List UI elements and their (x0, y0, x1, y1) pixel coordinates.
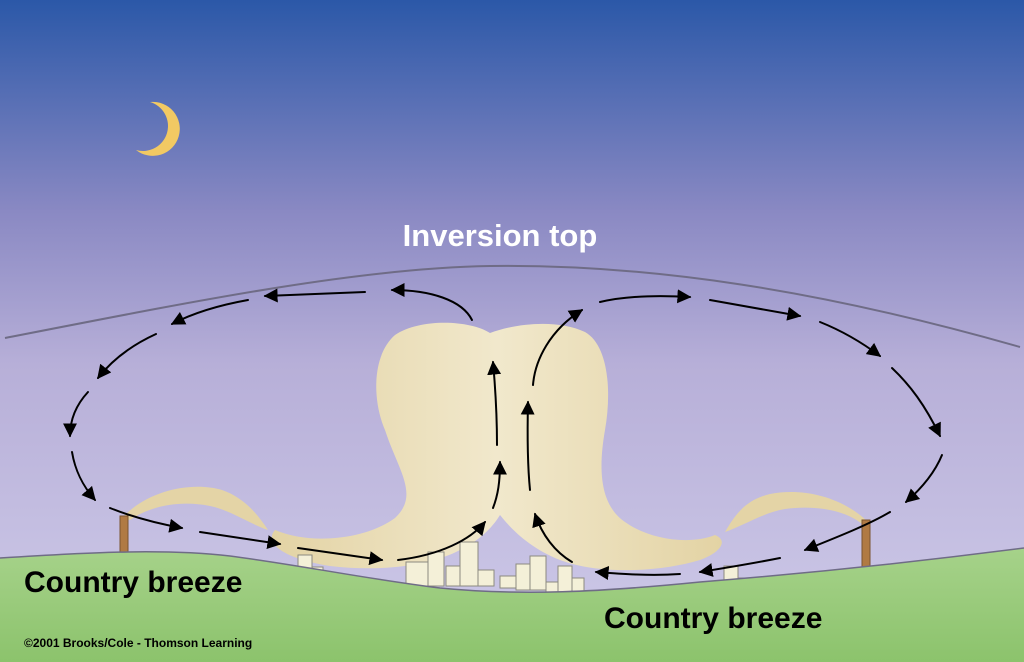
inversion-top-line (4, 264, 1021, 348)
left-smoke-plume (122, 486, 268, 530)
circulation-arrow-icon (397, 520, 486, 561)
smokestack-icon (119, 515, 129, 557)
circulation-arrow-icon (170, 299, 249, 325)
circulation-arrow-icon (492, 460, 507, 509)
right-smoke-plume (725, 492, 868, 532)
circulation-arrow-icon (594, 565, 681, 580)
left-circulation-cell (63, 283, 507, 566)
circulation-arrow-icon (891, 367, 941, 438)
circulation-arrow-icon (803, 511, 891, 552)
circulation-arrow-icon (487, 360, 502, 446)
circulation-arrow-icon (904, 454, 943, 503)
ground-outline (0, 547, 1024, 593)
country-breeze-left-label: Country breeze (24, 566, 243, 599)
copyright-notice: ©2001 Brooks/Cole - Thomson Learning (24, 636, 253, 650)
circulation-arrow-icon (709, 299, 802, 321)
circulation-arrow-icon (71, 451, 96, 502)
circulation-arrow-icon (698, 557, 781, 577)
circulation-arrow-icon (532, 512, 573, 563)
circulation-arrow-icon (297, 547, 384, 566)
urban-pollution-dome (271, 322, 722, 571)
circulation-arrow-icon (63, 391, 89, 438)
circulation-arrow-icon (819, 321, 882, 357)
circulation-arrow-icon (263, 288, 366, 303)
right-circulation-cell (520, 289, 943, 580)
moon-icon (136, 101, 180, 156)
country-breeze-right-label: Country breeze (604, 602, 823, 635)
circulation-arrow-icon (520, 400, 535, 491)
circulation-arrow-icon (532, 309, 584, 386)
inversion-top-label: Inversion top (402, 218, 598, 253)
circulation-arrow-icon (599, 289, 692, 304)
circulation-arrow-icon (199, 531, 282, 550)
circulation-arrow-icon (390, 283, 473, 321)
circulation-arrow-icon (109, 507, 184, 533)
circulation-arrow-icon (97, 333, 157, 380)
